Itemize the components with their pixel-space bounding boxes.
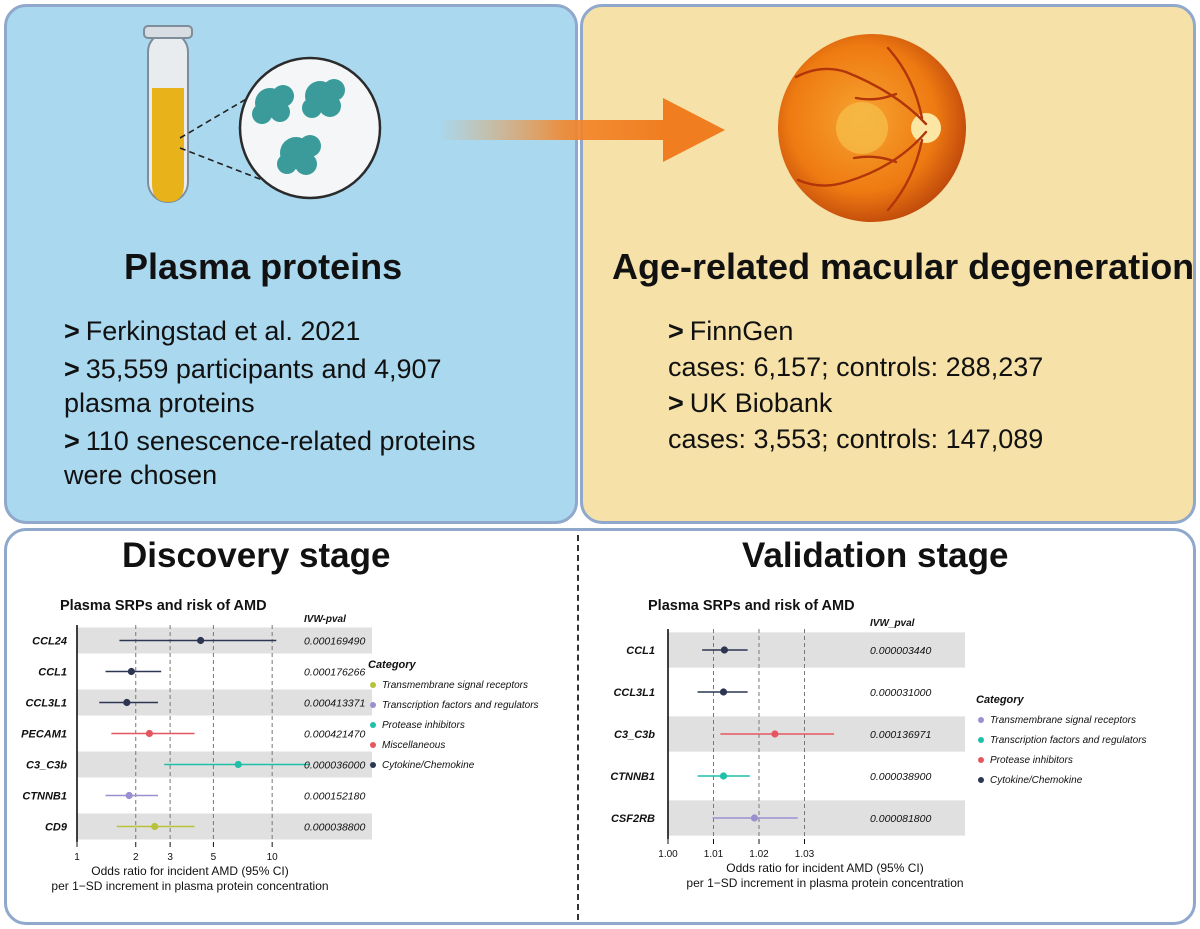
x-axis-label-2: per 1−SD increment in plasma protein con…: [51, 879, 328, 893]
legend-title: Category: [368, 659, 417, 671]
point-estimate: [145, 729, 154, 738]
chart-title: Plasma SRPs and risk of AMD: [648, 598, 855, 614]
row-label: CD9: [45, 822, 68, 834]
x-tick-label: 1: [74, 852, 80, 863]
pval-value: 0.000036000: [304, 760, 365, 772]
pval-value: 0.000031000: [870, 687, 931, 699]
pval-value: 0.000038900: [870, 771, 931, 783]
legend-label: Transcription factors and regulators: [382, 700, 539, 711]
row-label: CTNNB1: [610, 771, 655, 783]
x-tick-label: 1.03: [795, 849, 815, 860]
legend-swatch: [370, 762, 376, 768]
legend-label: Transmembrane signal receptors: [382, 680, 528, 691]
pval-header: IVW_pval: [870, 618, 915, 629]
legend-label: Transmembrane signal receptors: [990, 715, 1136, 726]
plasma-line-1: >Ferkingstad et al. 2021: [64, 316, 361, 346]
row-label: CTNNB1: [22, 791, 67, 803]
x-tick-label: 10: [267, 852, 279, 863]
plasma-line-5: were chosen: [64, 460, 218, 490]
legend-swatch: [370, 742, 376, 748]
point-estimate: [720, 646, 729, 654]
chart-title: Plasma SRPs and risk of AMD: [60, 598, 267, 614]
amd-line-1: >FinnGen: [668, 316, 794, 346]
legend-swatch: [978, 737, 984, 743]
row-label: CCL24: [32, 636, 67, 648]
legend-swatch: [370, 722, 376, 728]
legend-title: Category: [976, 694, 1025, 706]
legend-label: Protease inhibitors: [382, 720, 465, 731]
x-tick-label: 1.01: [704, 849, 724, 860]
pval-value: 0.000169490: [304, 636, 365, 648]
x-axis-label: Odds ratio for incident AMD (95% CI): [91, 864, 288, 878]
arrow-right-icon: [438, 98, 725, 162]
row-label: CCL1: [626, 645, 655, 657]
point-estimate: [719, 688, 728, 696]
point-estimate: [719, 772, 728, 780]
legend-label: Cytokine/Chemokine: [382, 760, 475, 771]
x-tick-label: 1.02: [749, 849, 769, 860]
test-tube-icon: [143, 25, 193, 203]
point-estimate: [771, 730, 779, 738]
amd-line-4: cases: 3,553; controls: 147,089: [668, 424, 1044, 454]
pval-value: 0.000152180: [304, 791, 365, 803]
discovery-stage-title: Discovery stage: [122, 536, 391, 575]
x-axis-label: Odds ratio for incident AMD (95% CI): [726, 861, 923, 875]
plasma-proteins-title: Plasma proteins: [124, 246, 403, 287]
validation-stage-title: Validation stage: [742, 536, 1009, 575]
point-estimate: [151, 822, 159, 831]
stage-divider: [577, 535, 579, 920]
pval-header: IVW-pval: [304, 614, 346, 625]
point-estimate: [125, 791, 133, 800]
row-label: CSF2RB: [611, 813, 655, 825]
plasma-line-4: >110 senescence-related proteins: [64, 426, 476, 456]
point-estimate: [750, 814, 759, 822]
retina-icon: [778, 34, 966, 222]
magnifier-icon: [238, 56, 382, 200]
x-tick-label: 5: [211, 852, 217, 863]
point-estimate: [197, 636, 205, 645]
x-tick-label: 1.00: [658, 849, 678, 860]
protein-molecule-icon: [252, 79, 345, 175]
stages-panel: [4, 528, 1196, 925]
amd-title: Age-related macular degeneration: [612, 246, 1195, 287]
plasma-illustration: [143, 25, 382, 203]
point-estimate: [234, 760, 242, 769]
row-label: CCL3L1: [613, 687, 655, 699]
pval-value: 0.000038800: [304, 822, 365, 834]
plasma-line-2: >35,559 participants and 4,907: [64, 354, 442, 384]
legend-label: Cytokine/Chemokine: [990, 775, 1083, 786]
point-estimate: [123, 698, 131, 707]
point-estimate: [127, 667, 136, 676]
legend-label: Miscellaneous: [382, 740, 445, 751]
pval-value: 0.000081800: [870, 813, 931, 825]
row-label: CCL3L1: [25, 698, 67, 710]
legend-label: Protease inhibitors: [990, 755, 1073, 766]
pval-value: 0.000003440: [870, 645, 931, 657]
pval-value: 0.000421470: [304, 729, 365, 741]
row-label: PECAM1: [21, 729, 67, 741]
plasma-line-3: plasma proteins: [64, 388, 255, 418]
legend-swatch: [370, 682, 376, 688]
amd-line-2: cases: 6,157; controls: 288,237: [668, 352, 1044, 382]
x-tick-label: 2: [133, 852, 139, 863]
legend-swatch: [978, 757, 984, 763]
x-tick-label: 3: [167, 852, 173, 863]
amd-line-3: >UK Biobank: [668, 388, 833, 418]
pval-value: 0.000176266: [304, 667, 365, 679]
row-label: C3_C3b: [614, 729, 655, 741]
discovery-forest-plot: Plasma SRPs and risk of AMD IVW-pvalCCL24…: [21, 598, 539, 893]
row-label: CCL1: [38, 667, 67, 679]
legend-swatch: [370, 702, 376, 708]
legend-label: Transcription factors and regulators: [990, 735, 1147, 746]
x-axis-label-2: per 1−SD increment in plasma protein con…: [686, 876, 963, 890]
legend-swatch: [978, 777, 984, 783]
pval-value: 0.000136971: [870, 729, 931, 741]
legend-swatch: [978, 717, 984, 723]
pval-value: 0.000413371: [304, 698, 365, 710]
row-label: C3_C3b: [26, 760, 67, 772]
